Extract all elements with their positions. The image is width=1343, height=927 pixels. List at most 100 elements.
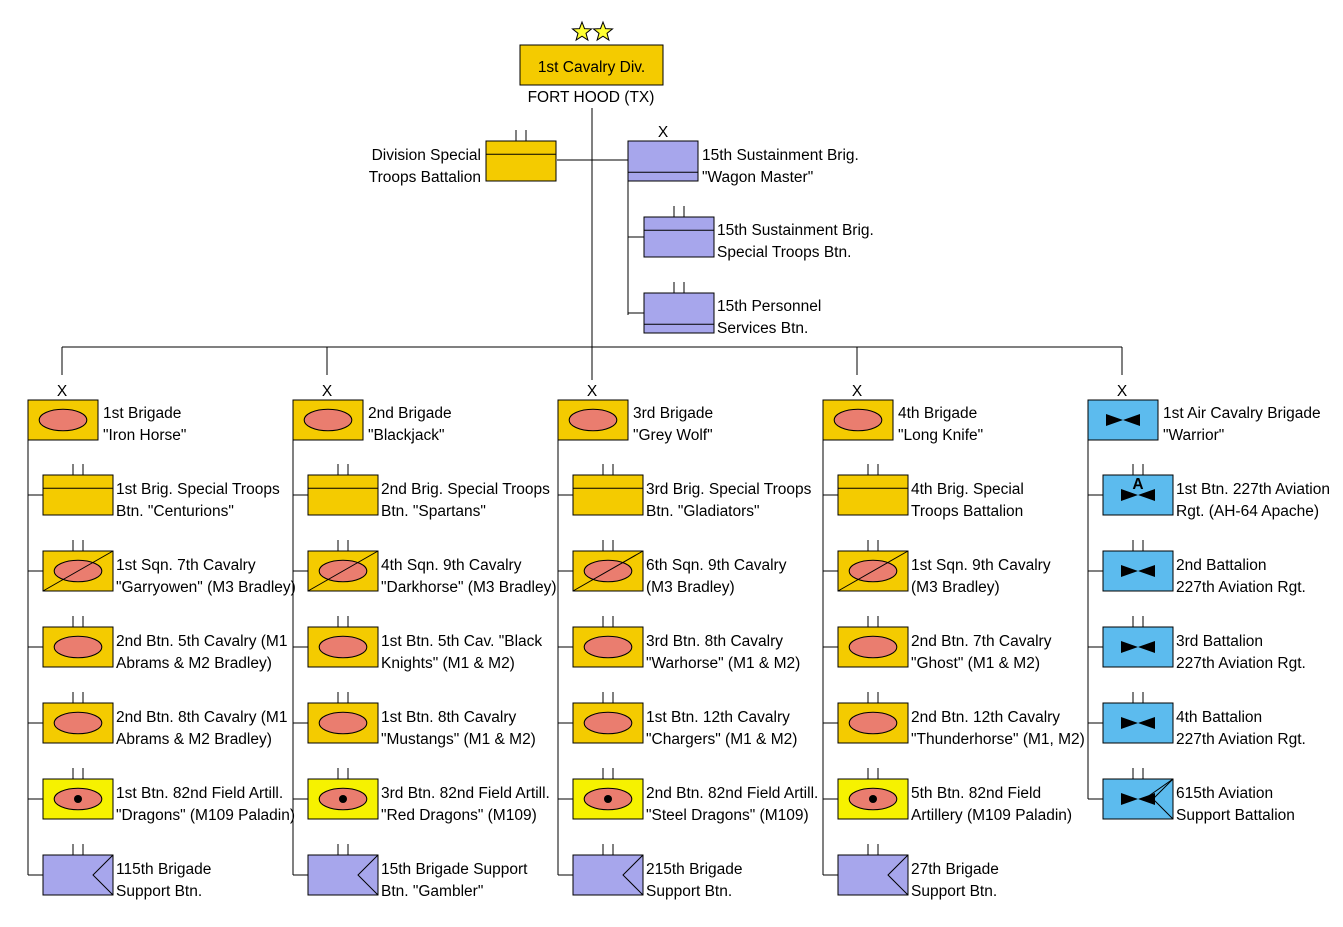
armored-cavalry-symbol-icon: [572, 540, 644, 592]
rotor-left: [1121, 717, 1138, 729]
unit-box: [42, 854, 114, 896]
division-name: 1st Cavalry Div.: [538, 59, 645, 76]
brigade-name: "Grey Wolf": [633, 427, 713, 444]
unit-name: 215th Brigade: [646, 861, 743, 878]
aviation-symbol-icon: [1102, 540, 1174, 592]
armor-oval: [318, 711, 368, 735]
aviation-symbol-icon: [1102, 616, 1174, 668]
unit-name: 1st Btn. 82nd Field Artill.: [116, 785, 283, 802]
special-troops-symbol-icon: [572, 464, 644, 516]
unit-name: Support Btn.: [911, 883, 997, 900]
armor-oval: [568, 408, 618, 432]
brigade-name: 4th Brigade: [898, 405, 977, 422]
unit-name: "Thunderhorse" (M1, M2): [911, 731, 1085, 748]
rotor-left: [1121, 489, 1138, 501]
unit-name: Rgt. (AH-64 Apache): [1176, 503, 1319, 520]
unit-name: Services Btn.: [717, 320, 808, 337]
brigade-name: 2nd Brigade: [368, 405, 452, 422]
unit-name: "Dragons" (M109 Paladin): [116, 807, 295, 824]
armor-oval: [303, 408, 353, 432]
artillery-symbol-icon: [572, 768, 644, 820]
unit-name: 2nd Btn. 8th Cavalry (M1: [116, 709, 287, 726]
armor-symbol-icon: [572, 692, 644, 744]
unit-name: 1st Btn. 227th Aviation: [1176, 481, 1330, 498]
artillery-dot: [604, 795, 612, 803]
unit-box: [42, 474, 114, 516]
unit-name: (M3 Bradley): [646, 579, 735, 596]
special-troops-symbol-icon: [643, 206, 715, 258]
unit-name: 15th Sustainment Brig.: [717, 222, 874, 239]
armor-symbol-icon: [557, 399, 629, 441]
unit-box: [837, 854, 909, 896]
armor-symbol-icon: [307, 616, 379, 668]
unit-name: 615th Aviation: [1176, 785, 1273, 802]
armor-oval: [53, 635, 103, 659]
rotor-right: [1138, 717, 1155, 729]
unit-box: [1087, 399, 1159, 441]
artillery-dot: [74, 795, 82, 803]
rotor-left: [1121, 793, 1138, 805]
echelon-mark: X: [1117, 383, 1128, 400]
armor-oval: [848, 711, 898, 735]
unit-name: Support Battalion: [1176, 807, 1295, 824]
unit-name: Troops Battalion: [369, 169, 481, 186]
unit-box: [572, 854, 644, 896]
artillery-dot: [869, 795, 877, 803]
unit-name: 2nd Btn. 7th Cavalry: [911, 633, 1052, 650]
artillery-dot: [339, 795, 347, 803]
unit-name: 3rd Btn. 82nd Field Artill.: [381, 785, 550, 802]
support-slash: [1142, 778, 1174, 801]
unit-name: 3rd Btn. 8th Cavalry: [646, 633, 783, 650]
unit-box: [307, 854, 379, 896]
star-icon: [592, 20, 614, 42]
armored-cavalry-symbol-icon: [837, 540, 909, 592]
armor-oval: [833, 408, 883, 432]
attack-mark: A: [1132, 476, 1143, 493]
special-troops-symbol-icon: [307, 464, 379, 516]
aviation-symbol-icon: [1087, 399, 1159, 441]
armor-symbol-icon: [822, 399, 894, 441]
armor-oval: [583, 711, 633, 735]
unit-name: Troops Battalion: [911, 503, 1023, 520]
sustainment-symbol-icon: [627, 140, 699, 182]
echelon-mark: X: [322, 383, 333, 400]
unit-name: 1st Sqn. 7th Cavalry: [116, 557, 256, 574]
unit-box: [627, 140, 699, 182]
unit-name: 3rd Battalion: [1176, 633, 1263, 650]
unit-name: 27th Brigade: [911, 861, 999, 878]
rotor-right: [1138, 793, 1155, 805]
unit-name: 2nd Btn. 82nd Field Artill.: [646, 785, 818, 802]
unit-name: 5th Btn. 82nd Field: [911, 785, 1041, 802]
armor-symbol-icon: [572, 616, 644, 668]
armor-symbol-icon: [27, 399, 99, 441]
armor-oval: [38, 408, 88, 432]
cavalry-slash: [307, 550, 379, 592]
unit-name: Btn. "Spartans": [381, 503, 486, 520]
brigade-name: "Long Knife": [898, 427, 983, 444]
support-chevron: [357, 854, 379, 896]
unit-name: Abrams & M2 Bradley): [116, 655, 272, 672]
unit-name: Abrams & M2 Bradley): [116, 731, 272, 748]
unit-name: Support Btn.: [116, 883, 202, 900]
unit-box: [643, 216, 715, 258]
armor-symbol-icon: [837, 692, 909, 744]
brigade-name: "Warrior": [1163, 427, 1224, 444]
rotor-right: [1123, 414, 1140, 426]
artillery-symbol-icon: [42, 768, 114, 820]
unit-name: 227th Aviation Rgt.: [1176, 579, 1306, 596]
armor-oval: [53, 711, 103, 735]
echelon-mark: X: [57, 383, 68, 400]
unit-name: 6th Sqn. 9th Cavalry: [646, 557, 787, 574]
unit-name: 15th Personnel: [717, 298, 821, 315]
armor-symbol-icon: [292, 399, 364, 441]
unit-name: Special Troops Btn.: [717, 244, 851, 261]
unit-name: Btn. "Gambler": [381, 883, 483, 900]
support-symbol-icon: [572, 844, 644, 896]
echelon-mark: X: [587, 383, 598, 400]
armor-symbol-icon: [837, 616, 909, 668]
cavalry-slash: [837, 550, 909, 592]
unit-name: 1st Btn. 5th Cav. "Black: [381, 633, 542, 650]
aviation-symbol-icon: [1102, 692, 1174, 744]
unit-name: "Ghost" (M1 & M2): [911, 655, 1040, 672]
